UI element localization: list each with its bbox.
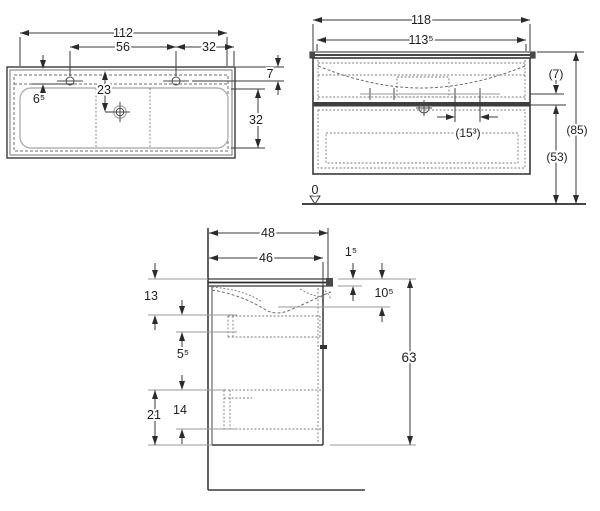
dim-label-side-5-5: 5⁵ [177,347,189,361]
dim-label-front-15-3: (15³) [455,126,480,140]
plan-dim-tap-to-edge: 32 [176,38,235,66]
front-dim-tap-to-joint: (7) [432,65,566,114]
dim-label-plan-32-right: 32 [249,113,263,127]
side-dim-body-depth: 46 [209,249,324,286]
front-dim-joint-to-floor: (53) [544,105,570,204]
side-hidden-bowl [211,286,332,314]
washbasin-slab [309,51,536,59]
dim-label-front-53: (53) [546,150,567,164]
plan-view: 112 56 32 7 [6,24,284,159]
side-dim-slab-thickness: 1⁵ [343,243,359,301]
plan-dim-back-to-tap: 7 [192,55,284,95]
drawer-front-joint [320,345,327,349]
dim-label-side-21: 21 [147,408,161,422]
fixing-cross-marks [360,88,500,100]
washbasin-inner-edge [9,69,233,156]
side-dim-overall-depth: 48 [209,224,329,280]
dim-label-plan-6-5: 6⁵ [33,92,45,106]
side-view: 48 46 1⁵ 10⁵ [142,224,419,491]
side-dim-top-to-bowl: 13 [142,263,160,330]
dim-label-side-48: 48 [261,226,275,240]
front-drain-symbol [416,100,432,116]
cabinet-side-outline [211,286,327,446]
cabinet-front-outline [312,57,531,175]
dim-label-front-85: (85) [566,123,587,137]
side-hidden-lower-drawer [223,389,322,430]
dim-label-side-10-5: 10⁵ [374,286,393,300]
dim-label-plan-56: 56 [116,40,130,54]
dim-label-side-46: 46 [259,251,273,265]
tap-hole-left [57,76,83,86]
plan-dim-tap-spacing: 56 [69,38,177,76]
dim-label-datum-0: 0 [312,183,319,197]
dim-label-front-113-5: 113⁵ [408,33,433,47]
washbasin-outline [6,66,236,159]
dim-label-plan-112: 112 [113,26,133,40]
dim-label-front-118: 118 [411,13,431,27]
washbasin-hidden-rim [13,74,229,152]
datum-level: 0 [302,181,586,205]
front-dim-fixing-spacing: (15³) [437,96,498,142]
side-extension-lines [148,278,416,446]
front-hidden-basin-underside [317,60,526,100]
plan-dim-overall-width: 112 [19,24,228,66]
dim-label-plan-7: 7 [267,67,274,81]
dim-label-plan-23: 23 [97,83,111,97]
front-hidden-drawer [317,109,526,169]
plan-dim-bowl-depth: 32 [231,88,265,149]
tap-hole-right [163,76,189,86]
side-dim-cabinet-height: 63 [399,279,419,445]
dim-label-plan-32-top: 32 [202,40,216,54]
dim-label-side-13: 13 [144,289,158,303]
plan-dim-back-to-drain: 23 [95,71,114,113]
bowl-outline [19,87,229,149]
dim-label-side-1-5: 1⁵ [345,245,357,259]
side-dim-lower-zone: 21 [145,390,163,445]
front-dim-overall-height: (85) [537,51,590,204]
side-dim-bowl-depth: 10⁵ [372,263,396,322]
dim-label-front-7: (7) [549,67,564,81]
dim-label-side-63: 63 [401,350,416,365]
basin-cabinet-joint [313,102,530,107]
front-dim-body-width: 113⁵ [316,31,527,51]
side-dim-bowl-to-drawer: 5⁵ [175,300,191,363]
plan-dim-rim-offset: 6⁵ [31,55,74,108]
front-dim-overall-width: 118 [312,11,531,51]
side-hidden-upper-drawer [227,315,321,338]
front-view: 118 113⁵ (7) (53) [302,11,590,205]
dim-label-side-14: 14 [173,403,187,417]
slab-side-profile [208,278,333,287]
side-dim-drawer-inner: 14 [171,375,189,444]
datum-triangle-icon [309,195,321,205]
